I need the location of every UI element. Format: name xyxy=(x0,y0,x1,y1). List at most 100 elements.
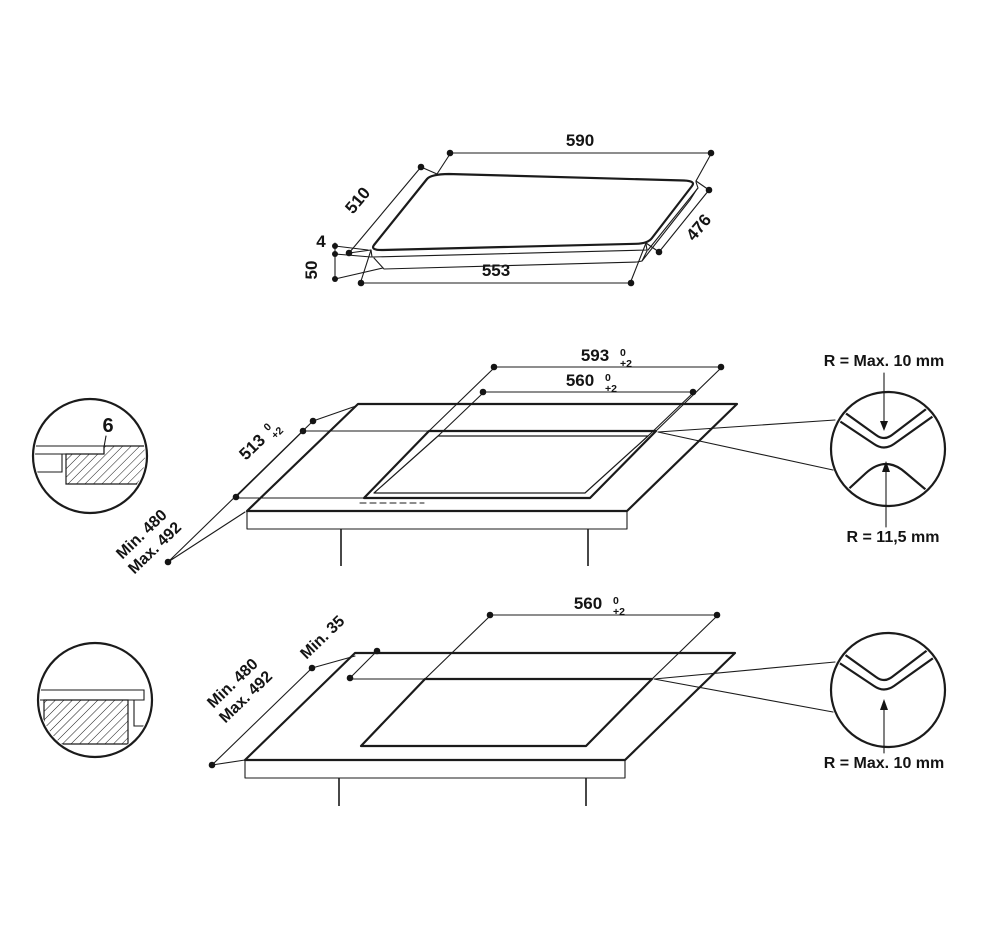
cutout-inner xyxy=(373,435,649,494)
dim-endpoint-dot xyxy=(208,761,216,769)
dim-cutout-width-overlay: 560 0 +2 xyxy=(424,594,721,680)
detail-number-label: 6 xyxy=(102,415,113,437)
corner-radius-label: R = Max. 10 mm xyxy=(824,755,945,772)
dim-front-distance-overlay: Min. 35 xyxy=(297,613,426,682)
worktop-front-edge xyxy=(246,510,628,530)
inner-cutout-width-label: 560 xyxy=(566,371,594,390)
dim-endpoint-dot xyxy=(346,674,354,682)
hob-outline xyxy=(371,172,695,252)
detail-circle-outline xyxy=(829,390,947,508)
front-distance-label: Min. 35 xyxy=(297,613,348,663)
rear-distance-flush-labels: Min. 480 Max. 492 xyxy=(113,507,185,578)
cutout-corner-edge xyxy=(833,637,943,682)
worktop-material-hatched xyxy=(43,699,129,745)
dim-endpoint-dot xyxy=(717,363,725,371)
dim-endpoint-dot xyxy=(357,279,365,287)
cutout-outer xyxy=(362,429,658,500)
hob-body-section xyxy=(35,453,63,473)
dim-endpoint-dot xyxy=(373,647,381,655)
dim-lines xyxy=(436,152,712,182)
detail-number-leader xyxy=(103,435,107,448)
outer-cutout-width-tol-upper: 0 xyxy=(620,347,626,359)
dim-top-width-label: 590 xyxy=(566,131,594,150)
dim-bottom-width: 553 xyxy=(357,242,647,287)
rear-distance-overlay-labels: Min. 480 Max. 492 xyxy=(204,656,276,727)
cutout-outline xyxy=(359,677,654,748)
dim-lines xyxy=(424,614,718,680)
dim-endpoint-dot xyxy=(446,149,454,157)
glass-section xyxy=(35,445,105,455)
corner-radius-drawing xyxy=(833,637,943,691)
arrow-down-icon xyxy=(880,421,888,431)
glass-section xyxy=(40,689,145,701)
dim-endpoint-dot xyxy=(309,417,317,425)
cutout-width-label: 560 xyxy=(574,594,602,613)
detail-circle-section-flush: 6 xyxy=(31,397,149,515)
dim-endpoint-dot xyxy=(689,388,697,396)
dim-endpoint-dot xyxy=(713,611,721,619)
worktop-front-edge xyxy=(244,759,626,779)
dim-endpoint-dot xyxy=(486,611,494,619)
dim-depth-left: 510 xyxy=(341,163,438,257)
hob-body-edge xyxy=(373,188,698,270)
dim-endpoint-dot xyxy=(308,664,316,672)
dim-inner-cutout-width: 560 0 +2 xyxy=(437,371,697,437)
outer-cutout-width-tol-lower: +2 xyxy=(620,358,632,370)
dim-lines xyxy=(347,650,426,680)
worktop-legs xyxy=(340,529,589,566)
arrow-up-icon xyxy=(882,461,890,472)
cutout-width-tol-upper: 0 xyxy=(613,595,619,607)
dim-endpoint-dot xyxy=(705,186,713,194)
detail-leader-lines-overlay xyxy=(653,661,836,713)
detail-circle-section-overlay xyxy=(36,641,154,759)
hob-top-view: 590 510 476 553 4 50 xyxy=(302,131,715,287)
cutout-depth-label-group: 513 0 +2 xyxy=(235,421,286,464)
worktop-surface xyxy=(245,402,739,513)
cutout-width-tol-lower: +2 xyxy=(613,606,625,618)
dim-endpoint-dot xyxy=(417,163,425,171)
detail-circle-radius-overlay: R = Max. 10 mm xyxy=(824,631,947,772)
dim-depth-right-label: 476 xyxy=(682,210,715,244)
dim-rear-distance-overlay: Min. 480 Max. 492 xyxy=(204,655,356,769)
dim-depth-right: 476 xyxy=(645,180,715,256)
inner-cutout-width-tol-lower: +2 xyxy=(605,383,617,395)
dim-endpoint-dot xyxy=(655,248,663,256)
dim-depth-left-label: 510 xyxy=(341,183,374,217)
inner-cutout-width-tol-upper: 0 xyxy=(605,372,611,384)
dim-lines xyxy=(167,405,357,563)
cutout-corner-edge xyxy=(833,395,943,440)
dim-bottom-width-label: 553 xyxy=(482,261,510,280)
dim-glass-thickness-label: 4 xyxy=(316,232,326,251)
cutout-corner-edge-inner xyxy=(833,647,943,691)
overlay-mount-section: 560 0 +2 Min. 35 Min. 480 Max. 492 xyxy=(36,594,947,806)
dim-lines xyxy=(348,166,438,254)
dim-lines xyxy=(428,366,722,432)
dim-outer-cutout-width: 593 0 +2 xyxy=(428,346,725,432)
dim-lines xyxy=(211,655,356,766)
dim-endpoint-dot xyxy=(332,251,338,257)
dim-endpoint-dot xyxy=(707,149,715,157)
dim-endpoint-dot xyxy=(164,558,172,566)
dim-lines xyxy=(360,242,647,284)
detail-circle-radius-flush: R = Max. 10 mm R = 11,5 mm xyxy=(824,353,947,546)
dim-endpoint-dot xyxy=(232,493,240,501)
flush-cross-section-drawing xyxy=(35,445,145,485)
dim-endpoint-dot xyxy=(490,363,498,371)
dim-total-height-label: 50 xyxy=(302,261,321,280)
dim-endpoint-dot xyxy=(332,276,338,282)
flush-mount-section: 593 0 +2 560 0 +2 513 0 +2 xyxy=(31,346,947,578)
dim-rear-distance-flush: Min. 480 Max. 492 xyxy=(113,405,357,578)
outer-cutout-width-label: 593 xyxy=(581,346,609,365)
corner-radius-top-label: R = Max. 10 mm xyxy=(824,353,945,370)
hob-glass-edge xyxy=(370,181,699,258)
detail-leader-lines-flush xyxy=(657,419,836,471)
cutout-corner-edge-inner xyxy=(833,405,943,449)
dim-lines xyxy=(334,242,384,282)
cutout-depth-tol-lower: +2 xyxy=(269,425,286,442)
worktop-overlay xyxy=(243,651,737,806)
dim-endpoint-dot xyxy=(332,243,338,249)
dim-endpoint-dot xyxy=(627,279,635,287)
dim-endpoint-dot xyxy=(479,388,487,396)
